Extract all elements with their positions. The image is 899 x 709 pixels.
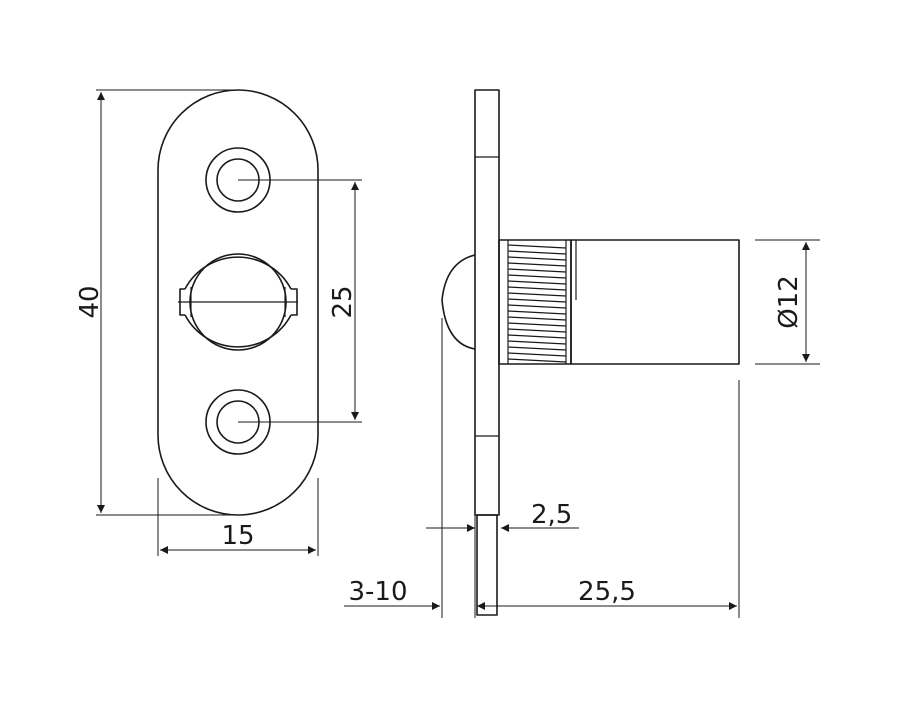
central-bolt-opening xyxy=(178,253,298,351)
dimension-label-25: 25 xyxy=(328,285,358,318)
dimension-thread-diameter: Ø12 xyxy=(755,239,820,365)
dimension-hole-spacing: 25 xyxy=(238,179,362,423)
dimension-clamping-range: 3-10 xyxy=(344,318,443,618)
front-view: 40 25 15 xyxy=(75,89,362,556)
plate-side-profile xyxy=(474,89,500,616)
dimension-label-40: 40 xyxy=(75,285,105,318)
side-view: Ø12 2,5 3-10 25,5 xyxy=(344,89,820,618)
dimension-label-diameter: Ø12 xyxy=(774,275,804,329)
dimension-plate-width: 15 xyxy=(157,478,319,556)
dimension-label-thickness: 2,5 xyxy=(531,500,572,530)
cylindrical-body xyxy=(570,239,740,365)
dimension-body-length: 25,5 xyxy=(474,380,740,618)
dimension-plate-height: 40 xyxy=(75,89,238,516)
spring-ball xyxy=(441,254,476,350)
threaded-section xyxy=(498,239,577,365)
dimension-label-length: 25,5 xyxy=(578,577,636,607)
dimension-label-range: 3-10 xyxy=(348,577,407,607)
dimension-label-15: 15 xyxy=(221,521,254,551)
dimension-plate-thickness: 2,5 xyxy=(426,500,579,532)
